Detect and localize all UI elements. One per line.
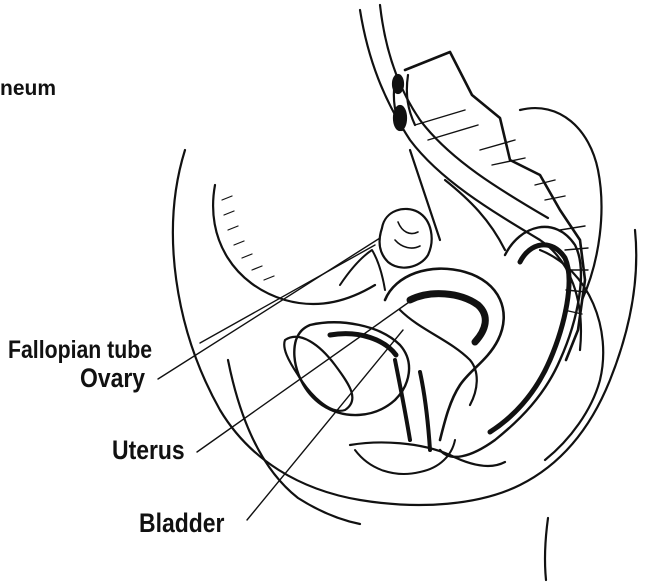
broad-ligament — [410, 150, 505, 250]
labia — [355, 440, 455, 474]
fallopian-tube-label: Fallopian tube — [8, 338, 152, 363]
back-skin-contour — [520, 108, 601, 300]
ovary — [380, 209, 432, 268]
peritoneum-label: neum — [0, 78, 56, 99]
abdominal-wall-outline — [173, 150, 636, 505]
bladder-label: Bladder — [139, 510, 224, 537]
uterus-cavity — [410, 294, 485, 342]
vaginal-canal — [395, 360, 430, 450]
ovary-leader-line — [158, 238, 380, 379]
fallopian-leader-line — [200, 245, 375, 343]
peritoneum-curve — [213, 185, 375, 304]
sacrum — [405, 52, 585, 360]
inner-body-contour — [228, 360, 360, 524]
peritoneum-hatch — [222, 196, 274, 280]
ovary-detail — [395, 222, 420, 248]
rectum-loop-inner — [490, 245, 569, 432]
uterus-leader-line — [197, 300, 412, 452]
perineum — [350, 442, 505, 465]
fallopian-tube — [340, 250, 385, 290]
uterus-label: Uterus — [112, 437, 185, 464]
uterus-outer — [400, 310, 477, 405]
ovary-label: Ovary — [80, 365, 145, 392]
lower-back-contour — [545, 518, 548, 580]
rectum-vessel-2 — [393, 75, 403, 93]
rectum-vessel — [394, 106, 406, 130]
